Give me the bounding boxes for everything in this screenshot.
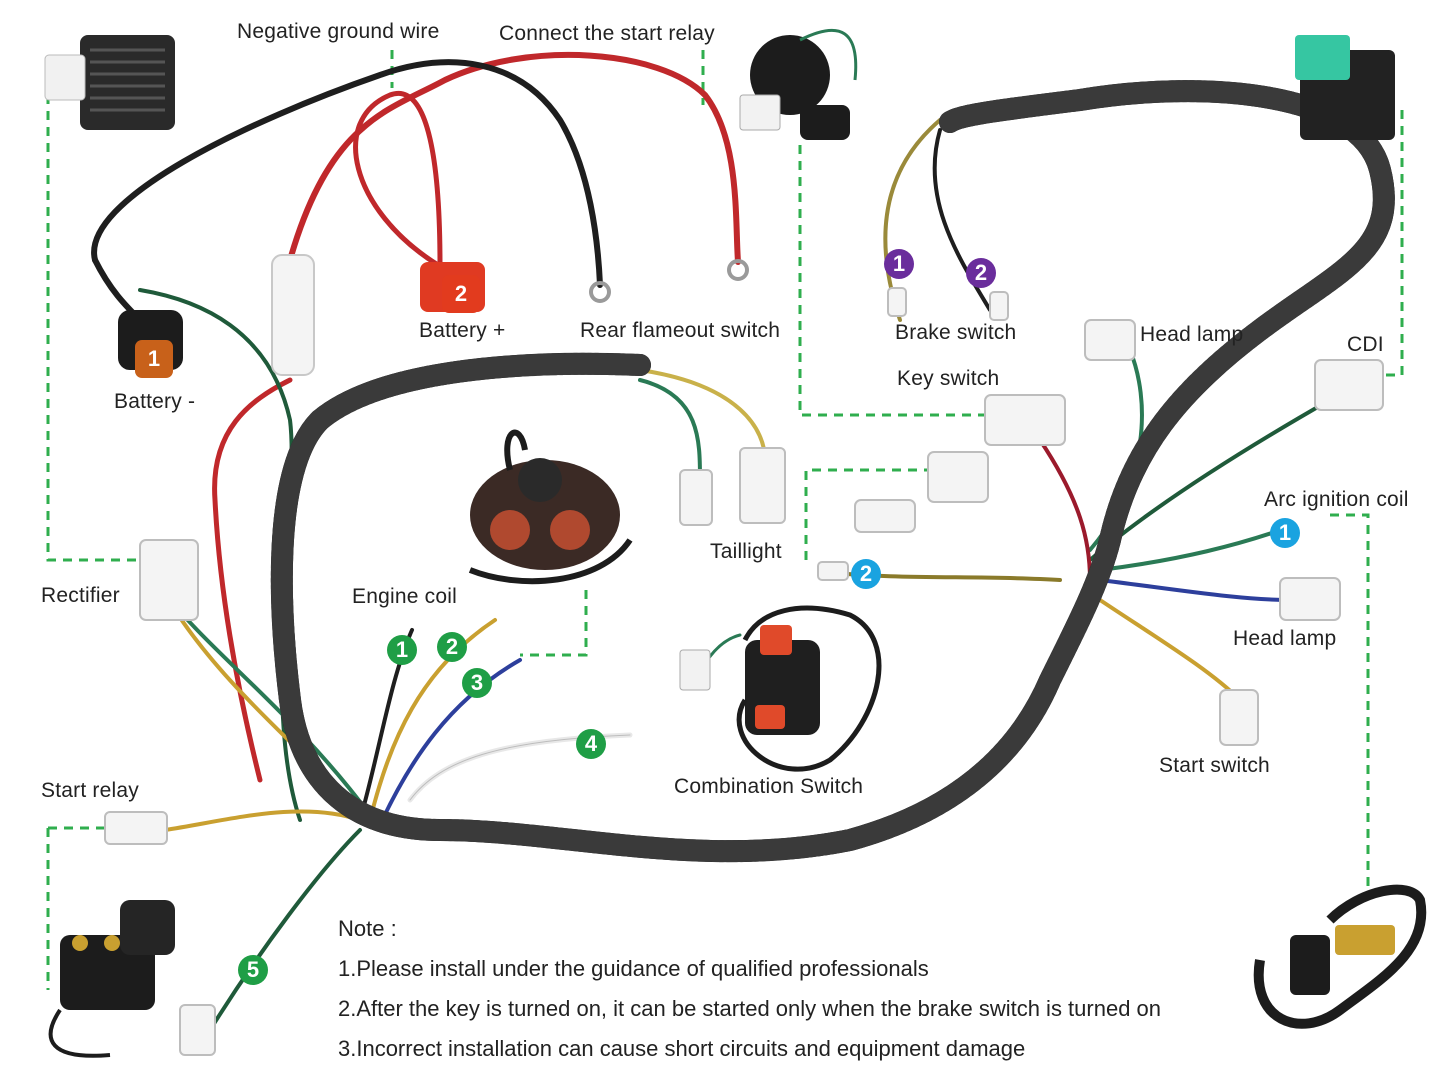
note-heading: Note : [338,916,397,941]
badge-battery-plus: 2 [442,275,480,313]
label-brake-switch: Brake switch [895,321,1017,344]
guide-lines [46,50,1404,990]
label-taillight: Taillight [710,540,782,563]
label-start-relay: Start relay [41,779,139,802]
connectors [104,287,1384,1056]
badge-combination-2: 2 [851,559,881,589]
badge-green-4: 4 [576,729,606,759]
ignition-coil-component [1253,884,1427,1029]
label-engine-coil: Engine coil [352,585,457,608]
engine-coil-component [468,429,633,585]
badge-brake-1: 1 [884,249,914,279]
note-line-3: 3.Incorrect installation can cause short… [338,1036,1026,1061]
label-combination-switch: Combination Switch [674,775,864,798]
label-start-switch: Start switch [1159,754,1270,777]
badge-arc-ignition-1: 1 [1270,518,1300,548]
label-head-lamp-top: Head lamp [1140,323,1244,346]
key-switch-component [739,29,858,140]
fuse-holder [271,254,315,376]
badge-brake-2: 2 [966,258,996,288]
note-line-2: 2.After the key is turned on, it can be … [338,996,1162,1021]
badge-green-3: 3 [462,668,492,698]
start-relay-component [48,900,175,1058]
label-arc-ignition-coil: Arc ignition coil [1264,488,1409,511]
label-head-lamp-right: Head lamp [1233,627,1337,650]
label-negative-ground-wire: Negative ground wire [237,20,440,43]
note-line-1: 1.Please install under the guidance of q… [338,956,929,981]
label-rear-flameout-switch: Rear flameout switch [580,319,781,342]
label-connect-start-relay: Connect the start relay [499,22,715,45]
rectifier-component [44,35,175,130]
label-battery-minus: Battery - [114,390,196,413]
badge-battery-minus: 1 [135,340,173,378]
cdi-component [1295,35,1395,140]
badge-green-2: 2 [437,632,467,662]
ring-terminals [589,259,749,303]
label-cdi: CDI [1347,333,1384,356]
badge-green-1: 1 [387,635,417,665]
label-battery-plus: Battery + [419,319,506,342]
badge-green-5: 5 [238,955,268,985]
combination-switch-component [679,605,882,772]
label-key-switch: Key switch [897,367,1000,390]
label-rectifier: Rectifier [41,584,120,607]
